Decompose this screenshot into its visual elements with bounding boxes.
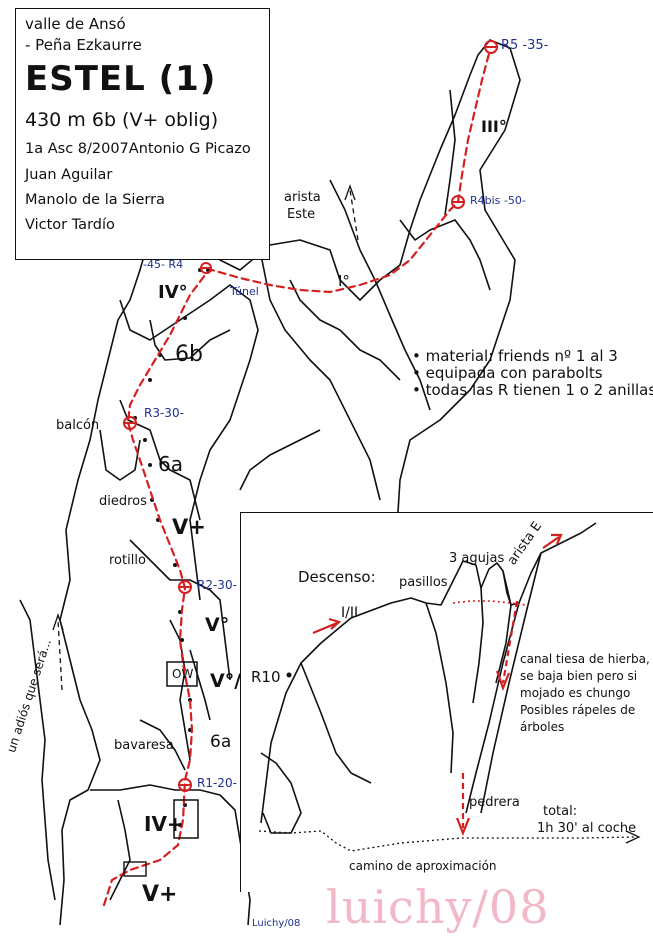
route-line [102, 48, 492, 907]
peak-label: - Peña Ezkaurre [25, 36, 142, 54]
belay-label-r5: R5 -35- [501, 38, 549, 53]
descent-drawing [258, 522, 641, 852]
note-item: • material: friends nº 1 al 3 [412, 347, 618, 365]
belay-r5 [484, 40, 498, 54]
grade-label: 6b [175, 342, 203, 367]
pillar-box [173, 799, 199, 839]
block-box [123, 861, 147, 877]
descent-pedrera: pedrera [469, 795, 520, 810]
r10-bolt [286, 672, 292, 678]
note-item: • todas las R tienen 1 o 2 anillas [412, 381, 653, 399]
feature-tunel: Túnel [230, 285, 259, 298]
grade-label: 6a [158, 452, 183, 476]
grade-label: III° [481, 117, 507, 136]
grade-label: IV+ [144, 812, 184, 836]
watermark: luichy/08 [326, 880, 550, 934]
belay-label-r3: R3-30- [144, 406, 184, 420]
belay-label-r4: -45- R4 [143, 258, 184, 271]
grade-label: IV° [158, 282, 188, 303]
arista-arrow [344, 184, 359, 241]
descent-rock [260, 522, 597, 834]
first-ascent: 1a Asc 8/2007Antonio G Picazo [25, 141, 251, 157]
belay-r3 [123, 416, 137, 430]
feature-este: Este [287, 207, 316, 222]
adios-arrow [52, 612, 64, 691]
descent-title: Descenso: [298, 568, 376, 586]
belay-r4bis [451, 195, 465, 209]
climber-2: Manolo de la Sierra [25, 192, 165, 208]
descent-agujas: 3 agujas [449, 551, 505, 566]
signature: Luichy/08 [252, 918, 301, 929]
belay-symbols [123, 40, 498, 792]
descent-canal: canal tiesa de hierba, se baja bien pero… [520, 652, 650, 734]
approach-arrow [625, 830, 641, 844]
climber-1: Juan Aguilar [25, 167, 113, 183]
descent-pasillos: pasillos [399, 575, 448, 590]
grade-label: I° [338, 272, 350, 290]
descent-r10: R10 [251, 668, 281, 686]
grade-label: 6a [210, 732, 232, 752]
ow-box [166, 661, 198, 687]
descent-arrows [312, 533, 563, 836]
feature-bavaresa: bavaresa [114, 738, 174, 753]
belay-label-r2: R2-30- [197, 578, 237, 592]
climber-3: Victor Tardío [25, 217, 115, 233]
belay-r2 [178, 580, 192, 594]
grade-label: V+ [172, 515, 206, 539]
feature-balcon: balcón [56, 418, 100, 433]
route-info-box: valle de Ansó - Peña Ezkaurre ESTEL (1) … [15, 8, 270, 260]
belay-r4 [200, 262, 212, 274]
descent-approach: camino de aproximación [349, 859, 497, 873]
feature-rotillo: rotillo [109, 553, 146, 568]
equipment-notes: • material: friends nº 1 al 3 • equipada… [412, 348, 653, 399]
height-grade: 430 m 6b (V+ oblig) [25, 109, 219, 131]
note-item: • equipada con parabolts [412, 364, 603, 382]
rock-outlines [19, 39, 521, 926]
route-name: ESTEL (1) [25, 59, 217, 99]
descent-panel: Descenso: I/II R10 pasillos 3 agujas ari… [240, 512, 653, 892]
descent-grade: I/II [341, 605, 359, 621]
belay-label-r4bis: R4bis -50- [470, 194, 526, 207]
feature-arista: arista [284, 190, 321, 205]
feature-ow: OW [172, 667, 194, 681]
feature-diedros: diedros [99, 494, 147, 509]
descent-total: total: 1h 30' al coche [537, 804, 637, 836]
grade-label: V+ [142, 882, 178, 907]
belay-label-r1: R1-20- [197, 776, 237, 790]
valley-label: valle de Ansó [25, 15, 126, 33]
grade-label: V° [205, 614, 230, 636]
belay-r1 [178, 778, 192, 792]
